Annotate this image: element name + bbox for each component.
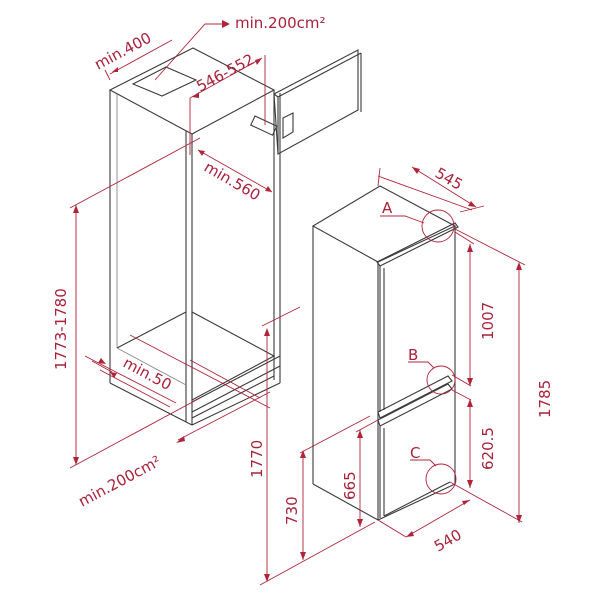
label-hinge-b: B bbox=[408, 346, 418, 364]
label-hinge-c: C bbox=[410, 444, 420, 462]
label-1770: 1770 bbox=[248, 440, 266, 478]
label-540: 540 bbox=[431, 526, 465, 556]
label-1007: 1007 bbox=[479, 302, 497, 340]
label-bottom-vent: min.200cm² bbox=[75, 452, 163, 510]
label-545: 545 bbox=[432, 164, 466, 194]
niche-dimensions: min.400 min.200cm² 546-552 min.560 1773-… bbox=[52, 14, 376, 586]
label-hinge-a: A bbox=[382, 199, 393, 217]
label-niche-width: 546-552 bbox=[193, 50, 257, 95]
label-1785: 1785 bbox=[536, 380, 554, 418]
label-niche-depth: min.560 bbox=[201, 158, 263, 204]
label-top-vent: min.200cm² bbox=[235, 14, 326, 32]
niche-cabinet bbox=[108, 47, 281, 426]
label-665: 665 bbox=[341, 471, 359, 500]
furniture-door bbox=[250, 49, 362, 155]
label-niche-height: 1773-1780 bbox=[52, 288, 70, 370]
fridge-appliance bbox=[311, 185, 459, 521]
label-620-5: 620.5 bbox=[479, 427, 497, 470]
label-730: 730 bbox=[283, 496, 301, 525]
